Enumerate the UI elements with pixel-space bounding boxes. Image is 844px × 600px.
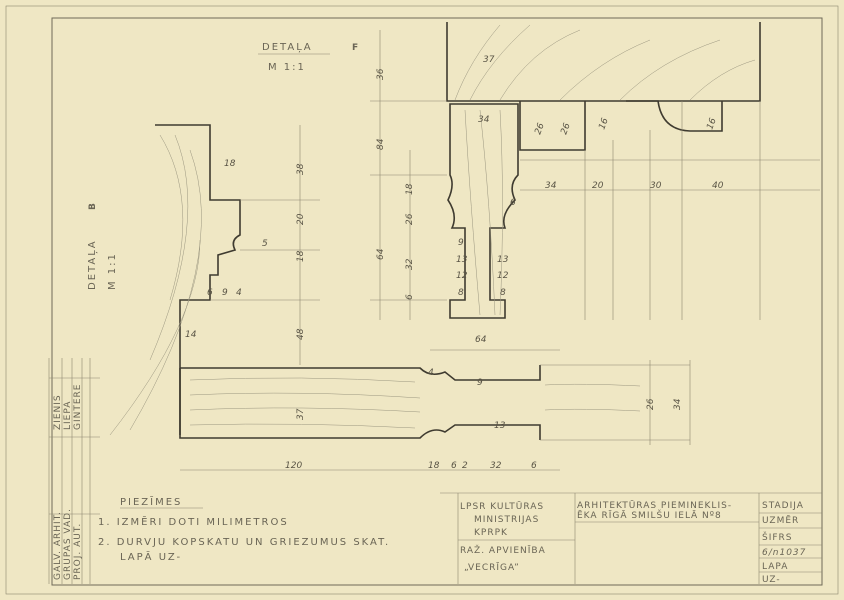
label-text: 12 (497, 271, 509, 281)
label-text: 6/n1037 (762, 548, 806, 558)
label-text: RAŽ. APVIENĪBA (460, 544, 546, 556)
label-text: 20 (592, 181, 604, 191)
note-item: 2. DURVJU KOPSKATU UN GRIEZUMUS SKAT. (98, 537, 390, 548)
label-text: 6 (510, 198, 516, 208)
label-text: 18 (296, 250, 306, 262)
detail-f-title: DETAĻA (262, 42, 313, 53)
label-text: ĒKA RĪGĀ SMILŠU IELĀ Nº8 (577, 509, 722, 521)
label-text: 12 (456, 271, 468, 281)
detail-f-scale: M 1:1 (268, 62, 306, 73)
label-text: 30 (650, 181, 662, 191)
label-text: PROJ. AUT. (73, 523, 83, 580)
detail-b-title: DETAĻA (87, 239, 98, 290)
detail-f-letter: F (352, 43, 359, 53)
label-text: 6 (207, 288, 213, 298)
label-text: UZ- (762, 575, 781, 585)
label-text: 4 (236, 288, 242, 298)
label-text: LIEPA (63, 401, 73, 430)
detail-f-label: DETAĻA F M 1:1 (258, 42, 359, 73)
label-text: 9 (458, 238, 464, 248)
sheet-frame (5, 5, 839, 595)
label-text: LPSR KULTŪRAS (460, 501, 544, 512)
label-text: 37 (296, 408, 306, 420)
label-text: 9 (477, 378, 483, 388)
label-text: 26 (405, 213, 415, 225)
dimensions-bottom-section: 64 37 120 18 6 2 32 6 26 34 4 9 13 (285, 335, 683, 471)
label-text: 64 (376, 248, 386, 260)
label-text: 32 (405, 258, 415, 270)
label-text: MINISTRIJAS (474, 515, 539, 525)
note-item: 1. IZMĒRI DOTI MILIMETROS (98, 515, 289, 528)
label-text: 37 (483, 55, 495, 65)
label-text: 26 (646, 398, 656, 410)
label-text: 16 (597, 117, 610, 131)
label-text: 18 (405, 183, 415, 195)
label-text: GALV. ARHIT. (53, 511, 63, 580)
label-text: 64 (475, 335, 487, 345)
dimensions-detail-f: 36 84 64 18 26 32 6 37 34 26 26 16 16 34… (376, 55, 724, 300)
detail-b-scale: M 1:1 (107, 252, 118, 290)
label-text: 120 (285, 461, 302, 471)
label-text: 18 (224, 159, 236, 169)
side-stamp: ZIENIS LIEPA GINTERE GALV. ARHIT. GRUPAS… (48, 358, 100, 584)
label-text: UZMĒR (762, 515, 799, 526)
bottom-section-drawing (179, 349, 691, 471)
label-text: „VECRĪGA” (464, 562, 520, 573)
label-text: 26 (559, 122, 572, 136)
label-text: ŠIFRS (762, 531, 793, 543)
label-text: 34 (478, 115, 490, 125)
label-text: 16 (705, 117, 718, 131)
notes-heading: PIEZĪMES (120, 495, 182, 508)
detail-b-drawing (109, 124, 320, 436)
label-text: 8 (500, 288, 506, 298)
label-text: 13 (494, 421, 506, 431)
label-text: 84 (376, 138, 386, 150)
detail-b-letter: B (88, 202, 98, 210)
label-text: GRUPAS VAD. (63, 508, 73, 580)
label-text: STADIJA (762, 501, 804, 511)
label-text: 38 (296, 163, 306, 175)
label-text: 26 (533, 122, 546, 136)
label-text: 48 (296, 328, 306, 340)
label-text: 8 (458, 288, 464, 298)
detail-f-drawing (370, 22, 820, 320)
label-text: 34 (545, 181, 557, 191)
label-text: 13 (456, 255, 468, 265)
label-text: GINTERE (73, 384, 83, 431)
label-text: ZIENIS (53, 394, 63, 430)
label-text: 34 (673, 398, 683, 410)
label-text: ARHITEKTŪRAS PIEMINEKLIS- (577, 500, 732, 511)
label-text: 32 (490, 461, 502, 471)
note-item: LAPĀ UZ- (120, 550, 182, 563)
label-text: 6 (531, 461, 537, 471)
label-text: 14 (185, 330, 197, 340)
label-text: 6 (451, 461, 457, 471)
label-text: 40 (712, 181, 724, 191)
label-text: 2 (462, 461, 468, 471)
title-block: LPSR KULTŪRAS MINISTRIJAS KPRPK RAŽ. APV… (440, 492, 822, 585)
label-text: 36 (376, 68, 386, 80)
label-text: 9 (222, 288, 228, 298)
label-text: LAPA (762, 562, 788, 572)
notes-block: PIEZĪMES 1. IZMĒRI DOTI MILIMETROS 2. DU… (98, 495, 390, 563)
label-text: 5 (262, 239, 268, 249)
label-text: KPRPK (474, 528, 508, 538)
label-text: 4 (428, 368, 434, 378)
detail-b-label: DETAĻA B M 1:1 (87, 202, 118, 290)
label-text: 13 (497, 255, 509, 265)
label-text: 20 (296, 213, 306, 225)
dimensions-detail-b: 18 38 20 18 48 6 9 4 14 5 (185, 159, 306, 340)
label-text: 6 (405, 294, 415, 300)
label-text: 18 (428, 461, 440, 471)
